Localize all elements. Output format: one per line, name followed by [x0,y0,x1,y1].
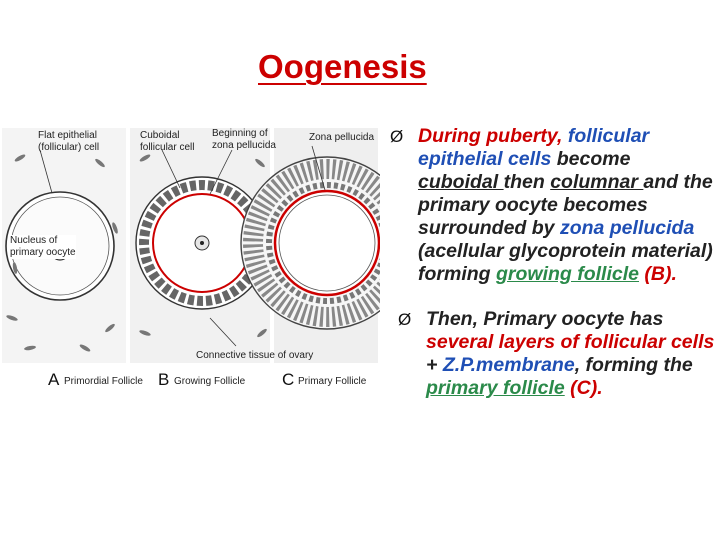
growing-follicle-phrase: growing follicle [496,263,640,285]
bullet-arrow-icon: Ø [390,127,404,146]
zona-pellucida-label: Zona pellucida [309,132,375,143]
then-primary-phrase: Then, Primary oocyte has [426,308,664,330]
forming-phrase: , forming the [574,354,693,376]
zona-pellucida-phrase: zona pellucida [559,217,695,239]
primary-follicle-drawing [240,128,380,363]
cuboidal-label: Cuboidal follicular cell [140,130,195,153]
follicle-diagram [2,128,380,363]
panel-a-name: Primordial Follicle [64,376,143,387]
several-layers-phrase: several layers of follicular cells [426,331,715,353]
bullet-primary-follicle: Ø Then, Primary oocyte has several layer… [390,308,715,400]
beginning-zona-label: Beginning of zona pellucida [212,128,276,151]
cuboidal-phrase: cuboidal [418,171,504,193]
growing-follicle-drawing [130,128,270,363]
follicular-epithelial-phrase: follicular epithelial cells [418,125,650,170]
then-phrase: then [503,171,551,193]
puberty-phrase: During puberty, [418,125,568,147]
flat-epithelial-label: Flat epithelial (follicular) cell [38,130,100,153]
bullet-puberty-text: During puberty, follicular epithelial ce… [418,125,715,286]
panel-b-letter: B [158,370,170,389]
plus-phrase: + [426,354,443,376]
panel-c-name: Primary Follicle [298,376,367,387]
panel-c-letter: C [282,370,295,389]
acellular-phrase: (acellular glycoprotein material) formin… [418,240,713,285]
nucleus-label: Nucleus of primary oocyte [10,235,76,259]
bullet-puberty: Ø During puberty, follicular epithelial … [390,125,715,286]
connective-tissue-label: Connective tissue of ovary [196,350,314,361]
zp-membrane-phrase: Z.P.membrane [442,354,575,376]
panel-b-name: Growing Follicle [174,376,246,387]
become-phrase: become [551,148,631,170]
bullet-primary-follicle-text: Then, Primary oocyte has several layers … [426,308,715,400]
bullet-list: Ø During puberty, follicular epithelial … [390,125,715,400]
panel-a-letter: A [48,370,60,389]
oogenesis-figure: Flat epithelial (follicular) cell Cuboid… [0,118,380,408]
slide-title: Oogenesis [258,48,427,85]
b-reference: (B). [639,263,677,285]
bullet-arrow-icon: Ø [398,310,412,329]
primary-follicle-phrase: primary follicle [426,377,565,399]
primary-oocyte-phrase: and the primary oocyte becomes surrounde… [418,171,713,239]
c-reference: (C). [564,377,603,399]
columnar-phrase: columnar [550,171,644,193]
